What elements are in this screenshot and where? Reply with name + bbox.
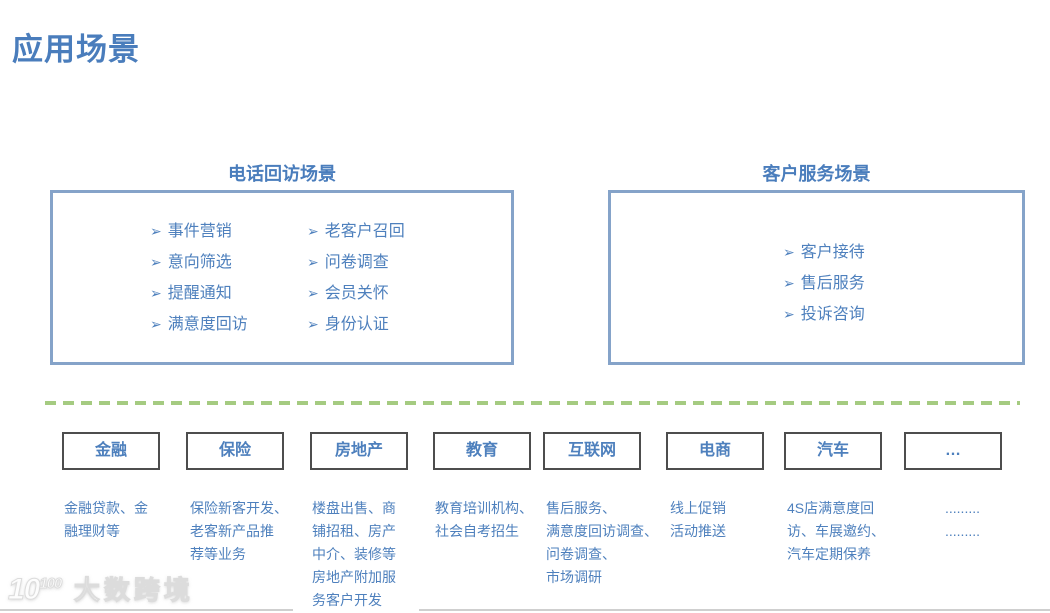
service-scenario-column: ➢ 客户接待 ➢ 售后服务 ➢ 投诉咨询 <box>783 237 865 330</box>
arrow-bullet-icon: ➢ <box>307 223 319 239</box>
arrow-bullet-icon: ➢ <box>307 285 319 301</box>
arrow-bullet-icon: ➢ <box>307 254 319 270</box>
arrow-bullet-icon: ➢ <box>150 223 162 239</box>
watermark-brand-name: 大数跨境 <box>73 575 194 606</box>
dashed-divider <box>45 401 1020 405</box>
industry-box-finance: 金融 <box>62 432 160 470</box>
list-item-label: 意向筛选 <box>167 254 232 271</box>
watermark-logo-icon: 10100 <box>7 573 62 607</box>
arrow-bullet-icon: ➢ <box>150 254 162 270</box>
list-item-label: 身份认证 <box>324 316 389 333</box>
arrow-bullet-icon: ➢ <box>783 275 795 291</box>
industry-desc-education: 教育培训机构、 社会自考招生 <box>435 500 533 539</box>
arrow-bullet-icon: ➢ <box>150 285 162 301</box>
list-item-label: 提醒通知 <box>167 285 232 302</box>
watermark: 10100 大数跨境 <box>7 570 194 607</box>
industry-desc-internet: 售后服务、 满意度回访调查、 问卷调查、 市场调研 <box>546 500 658 585</box>
list-item: ➢ 提醒通知 <box>150 278 248 309</box>
phone-scenario-box: ➢ 事件营销 ➢ 意向筛选 ➢ 提醒通知 ➢ 满意度回访 ➢ 老客户召回 ➢ 问卷调查 ➢ 会… <box>50 190 514 365</box>
industry-box-education: 教育 <box>433 432 531 470</box>
list-item-label: 会员关怀 <box>324 285 389 302</box>
list-item-label: 售后服务 <box>800 275 865 292</box>
list-item: ➢ 会员关怀 <box>307 278 405 309</box>
list-item: ➢ 客户接待 <box>783 237 865 268</box>
list-item: ➢ 身份认证 <box>307 309 405 340</box>
list-item: ➢ 意向筛选 <box>150 247 248 278</box>
arrow-bullet-icon: ➢ <box>783 306 795 322</box>
industry-desc-ecommerce: 线上促销 活动推送 <box>670 500 726 539</box>
bottom-divider-left <box>0 609 293 611</box>
service-scenario-box: ➢ 客户接待 ➢ 售后服务 ➢ 投诉咨询 <box>608 190 1025 365</box>
list-item: ➢ 投诉咨询 <box>783 299 865 330</box>
arrow-bullet-icon: ➢ <box>150 316 162 332</box>
list-item-label: 事件营销 <box>167 223 232 240</box>
list-item-label: 满意度回访 <box>167 316 248 333</box>
industry-desc-more: ......... ......... <box>945 500 981 539</box>
phone-section-title: 电话回访场景 <box>228 164 336 184</box>
list-item-label: 问卷调查 <box>324 254 389 271</box>
industry-box-more: … <box>904 432 1002 470</box>
service-section-title: 客户服务场景 <box>762 164 871 184</box>
list-item: ➢ 老客户召回 <box>307 216 405 247</box>
industry-box-insurance: 保险 <box>186 432 284 470</box>
list-item-label: 投诉咨询 <box>800 306 865 323</box>
industry-box-ecommerce: 电商 <box>666 432 764 470</box>
industry-desc-auto: 4S店满意度回 访、车展邀约、 汽车定期保养 <box>787 500 885 562</box>
list-item: ➢ 事件营销 <box>150 216 248 247</box>
page-title: 应用场景 <box>12 32 140 67</box>
industry-box-internet: 互联网 <box>543 432 641 470</box>
industry-desc-finance: 金融贷款、金 融理财等 <box>64 500 148 539</box>
arrow-bullet-icon: ➢ <box>783 244 795 260</box>
list-item: ➢ 问卷调查 <box>307 247 405 278</box>
industry-desc-insurance: 保险新客开发、 老客新产品推 荐等业务 <box>190 500 288 562</box>
industry-desc-realestate: 楼盘出售、商 铺招租、房产 中介、装修等 房地产附加服 务客户开发 <box>312 500 396 608</box>
list-item-label: 客户接待 <box>800 244 865 261</box>
industry-box-realestate: 房地产 <box>310 432 408 470</box>
list-item-label: 老客户召回 <box>324 223 405 240</box>
phone-scenario-column-1: ➢ 事件营销 ➢ 意向筛选 ➢ 提醒通知 ➢ 满意度回访 <box>150 216 248 340</box>
bottom-divider-right <box>419 609 1050 611</box>
industry-box-auto: 汽车 <box>784 432 882 470</box>
list-item: ➢ 满意度回访 <box>150 309 248 340</box>
arrow-bullet-icon: ➢ <box>307 316 319 332</box>
phone-scenario-column-2: ➢ 老客户召回 ➢ 问卷调查 ➢ 会员关怀 ➢ 身份认证 <box>307 216 405 340</box>
list-item: ➢ 售后服务 <box>783 268 865 299</box>
